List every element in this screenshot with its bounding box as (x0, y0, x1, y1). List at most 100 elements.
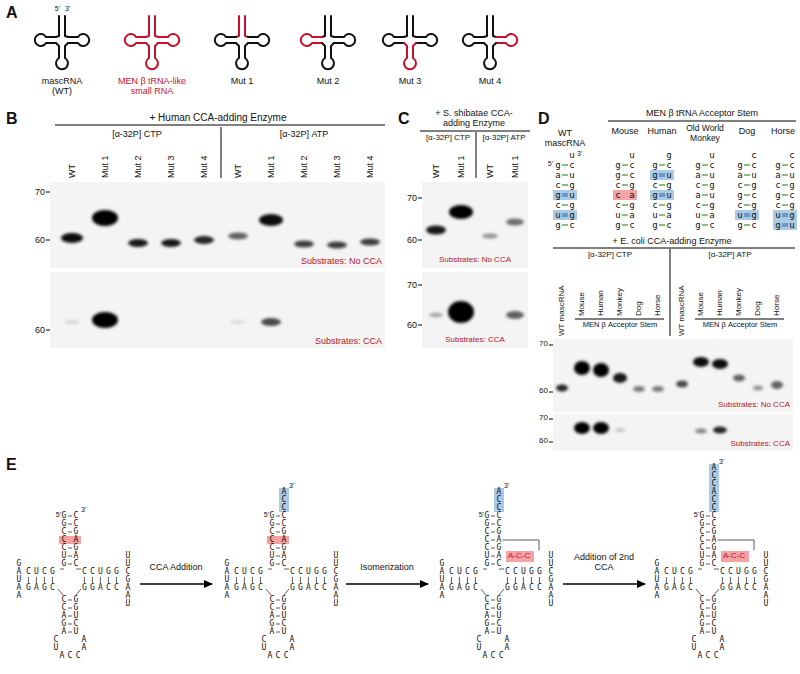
base-pair-line (754, 577, 755, 583)
base-pair-line (507, 577, 508, 583)
base-pair-line (276, 516, 280, 517)
base-pair-line (491, 564, 495, 565)
nucleotide: AA (288, 636, 296, 652)
trna-glyph (215, 34, 236, 46)
substrate-label: Substrates: No CCA (718, 401, 790, 410)
nucleotide: CCAGA (268, 596, 276, 636)
gel-band (615, 428, 625, 432)
trna-glyph (484, 43, 496, 69)
nucleotide: ccgagac (628, 160, 636, 230)
rna-label: mascRNA (WT) (37, 76, 87, 96)
base-pair-line (36, 577, 37, 583)
gel-band (161, 239, 181, 247)
lane-label: Mut 2 (300, 155, 309, 178)
base-pair-line (702, 184, 708, 185)
end-label: 3' (719, 458, 724, 466)
base-pair-line (68, 600, 72, 601)
rule-line (744, 214, 750, 215)
nucleotide: GGACC (720, 584, 760, 592)
trna-glyph (146, 16, 158, 37)
size-marker: 60 (539, 387, 548, 396)
base-pair-line (108, 577, 109, 583)
lane-label: WT mascRNA (678, 285, 686, 336)
gel-band (429, 313, 443, 318)
base-pair-line (562, 184, 568, 185)
size-marker: 70 (539, 340, 548, 349)
rule-line (562, 194, 568, 195)
trna-glyph (146, 43, 158, 69)
base-pair-line (276, 600, 280, 601)
nucleotide: UUCGAAU (124, 552, 132, 608)
trna-glyph (248, 34, 269, 46)
nucleotide: cugcggc (750, 160, 758, 230)
base-pair-line (562, 174, 568, 175)
gel-band (693, 357, 709, 367)
base-pair-line (100, 577, 101, 583)
trna-glyph (56, 16, 68, 37)
base-pair-line (292, 577, 293, 583)
nucleotide: cugcggu (788, 160, 796, 230)
trna-glyph (416, 34, 437, 46)
base-pair-line (706, 516, 710, 517)
backbone-line (60, 569, 64, 570)
nucleotide: CUCG (234, 568, 266, 576)
lane-label: Monkey (616, 288, 624, 316)
lane-label: Dog (635, 301, 643, 316)
gel-panel (50, 272, 385, 348)
gel-band (506, 311, 524, 319)
rule-line (549, 419, 553, 420)
enzyme-header: + E. coli CCA-adding Enzyme (613, 236, 732, 246)
gel-band (92, 210, 118, 226)
rule-line (782, 216, 788, 217)
nucleotide-header: [α-32P] CTP (426, 134, 470, 143)
nucleotide: ACC (268, 652, 292, 660)
end-label: 5' (479, 511, 484, 519)
size-marker: 60 (35, 235, 45, 245)
base-pair-line (276, 564, 280, 565)
bracket-line (503, 540, 539, 550)
size-marker: 60 (407, 320, 417, 330)
nucleotide: AA (503, 636, 511, 652)
group-label: MEN β Acceptor Stem (703, 321, 777, 329)
panel-letter: A (6, 4, 18, 22)
gel-band (613, 373, 627, 383)
nucleotide: ACCACC (710, 464, 718, 512)
rule-line (476, 132, 477, 178)
rule-line (55, 125, 385, 126)
base-pair-line (459, 577, 460, 583)
end-label: 5' (548, 160, 553, 168)
nucleotide: ggcgcug (651, 160, 659, 230)
panel-letter: B (6, 110, 18, 128)
backbone-line (284, 589, 289, 595)
enzyme-header: + Human CCA-adding Enzyme (149, 112, 286, 123)
base-pair-line (666, 577, 667, 583)
trna-glyph (158, 34, 179, 46)
nucleotide: CCUGG (505, 568, 545, 576)
base-pair-line (702, 224, 708, 225)
gel-band (713, 427, 727, 434)
base-pair-line (44, 577, 45, 583)
nucleotide: u (628, 150, 636, 160)
nucleotide: GGUCU (710, 596, 718, 636)
process-arrow (140, 583, 212, 584)
nucleotide: CU (52, 636, 60, 652)
lane-label: Mut 1 (101, 155, 110, 178)
base-pair-line (622, 214, 628, 215)
backbone-line (714, 589, 719, 595)
base-pair-line (491, 600, 495, 601)
rule-line (549, 392, 553, 393)
lane-label: Human (716, 290, 724, 316)
base-pair-line (523, 577, 524, 583)
highlight-box (721, 551, 749, 562)
base-pair-line (252, 577, 253, 583)
nucleotide: GAGC (664, 584, 696, 592)
base-pair-line (491, 516, 495, 517)
highlight-box (279, 488, 289, 512)
nucleotide: gacgcug (736, 160, 744, 230)
end-label: 5' (56, 511, 61, 519)
base-pair-line (744, 224, 750, 225)
lane-label: WT (432, 164, 441, 178)
nucleotide: ACC (280, 488, 288, 512)
gel-band (652, 386, 664, 392)
lane-label: Mut 1 (511, 155, 520, 178)
